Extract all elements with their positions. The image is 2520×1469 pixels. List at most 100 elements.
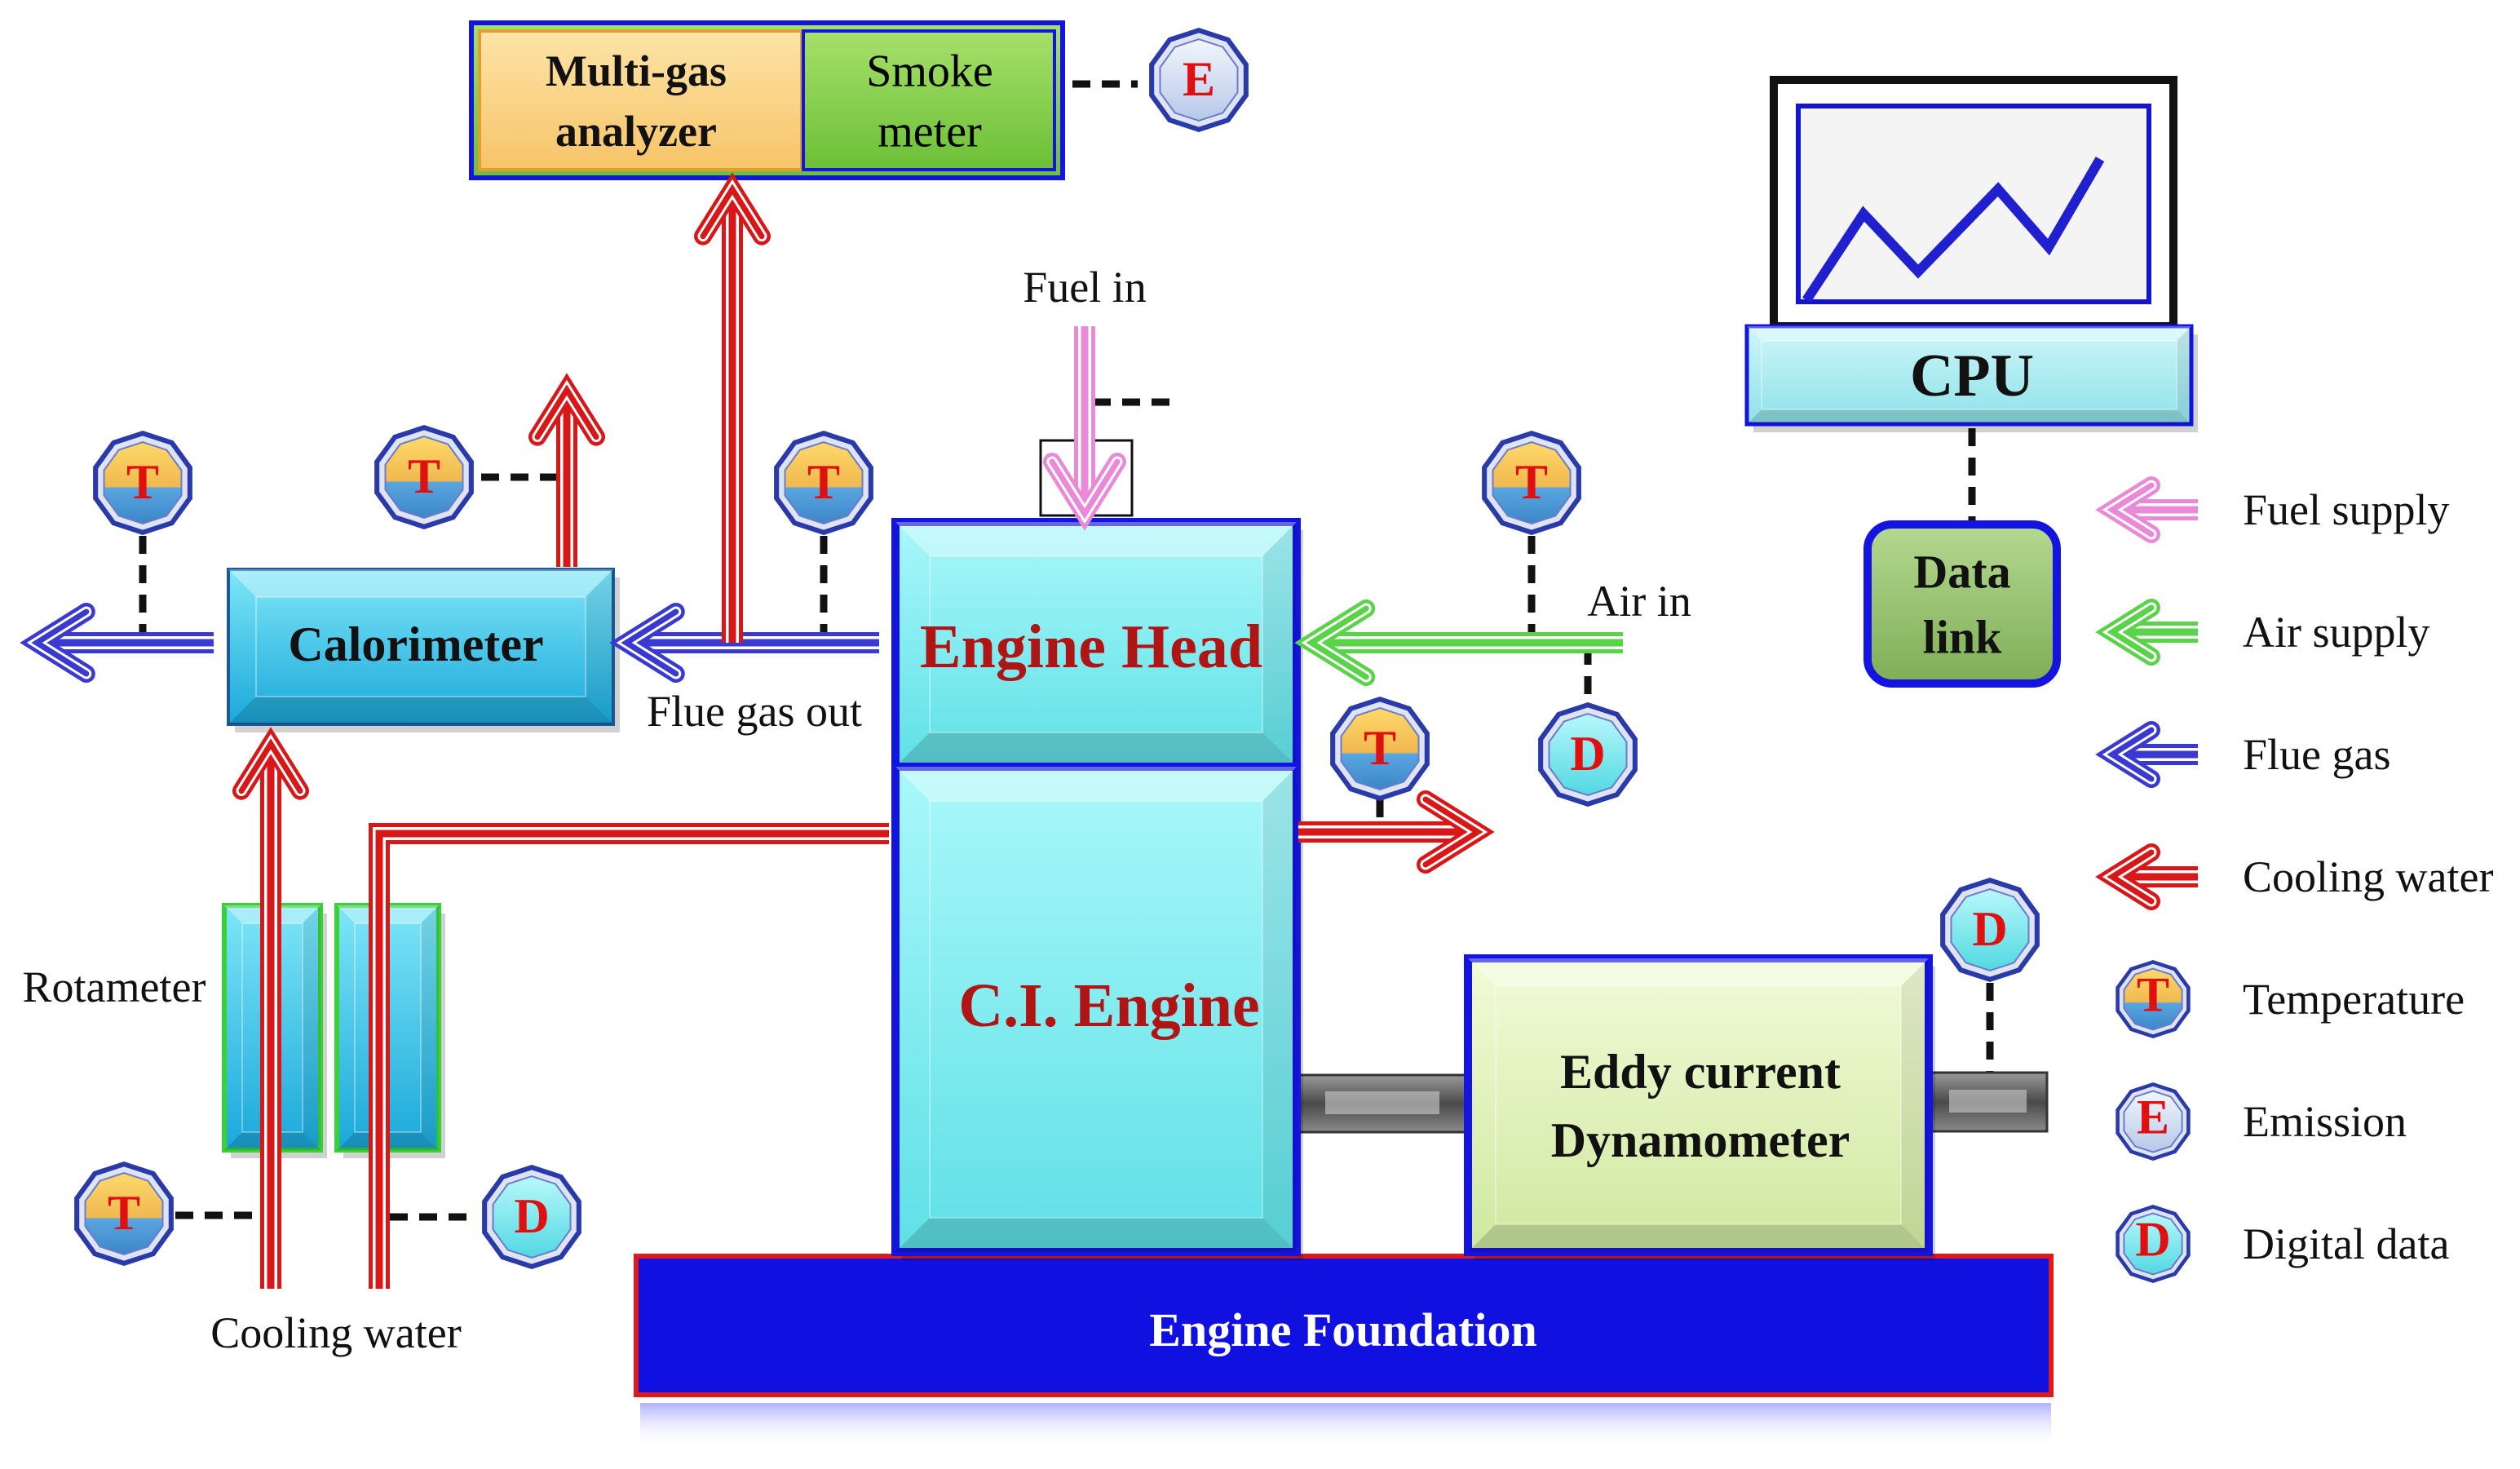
digital-sensor-dynamometer-letter: D: [1972, 902, 2007, 956]
temp-sensor-inlet-water-face: [84, 1172, 164, 1255]
legend-arrow-3: [2095, 721, 2198, 788]
temp-sensor-engine-water-letter: T: [1364, 721, 1396, 775]
calorimeter-box-bevel-bottom: [228, 697, 613, 724]
legend-item-7: D Digital data: [2115, 1205, 2449, 1283]
legend-arrow-2-head: [2095, 599, 2160, 666]
digital-sensor-air-face: [1548, 713, 1628, 796]
engine-head-box-bevel-inner: [929, 555, 1263, 733]
ci-engine-box-body: [891, 763, 1301, 1256]
legend-symbol-6-face: [2123, 1090, 2183, 1153]
temp-sensor-calorimeter-exhaust-face: [103, 441, 183, 524]
temp-sensor-engine-water: T: [1330, 697, 1430, 801]
multigas-analyzer-label-line-1: Multi-gas: [546, 46, 727, 95]
legend-item-3: Flue gas: [2095, 721, 2391, 788]
arrow-air-in-head: [1294, 600, 1376, 686]
engine-head-box-bevel-bottom: [895, 732, 1297, 767]
arrow-fuel-in-head-core: [1049, 458, 1121, 520]
dynamometer-label-line-2: Dynamometer: [1551, 1113, 1850, 1167]
legend-symbol-6: E: [2115, 1082, 2191, 1161]
emission-sensor-analyzer-face: [1159, 38, 1239, 122]
legend-arrow-4-head-core: [2107, 849, 2155, 905]
rotameter-left-bevel-right: [303, 905, 321, 1150]
dynamometer-box-bevel-top: [1468, 958, 1929, 986]
foundation-reflection: [640, 1403, 2051, 1448]
temp-sensor-air-face: [1492, 441, 1572, 524]
pipe-water-to-engine-core: [375, 830, 889, 1289]
legend-label-5: Temperature: [2243, 975, 2465, 1024]
cpu-label: CPU: [1910, 343, 2034, 409]
digital-sensor-dynamometer: D: [1940, 878, 2040, 982]
arrow-calorimeter-exhaust-head: [20, 603, 95, 683]
arrow-water-to-calorimeter-head: [232, 727, 309, 800]
legend-arrow-1: [2095, 476, 2198, 543]
engine-head-box-bevel-right: [1262, 522, 1297, 767]
arrow-calorimeter-exhaust-head-core: [31, 608, 90, 677]
arrow-flue-to-analyzer-head: [694, 172, 771, 246]
rotameter-label: Rotameter: [23, 962, 206, 1011]
legend-arrow-2: [2095, 599, 2198, 666]
arrow-calorimeter-water-out: [528, 373, 605, 567]
smoke-meter-box: [802, 29, 1056, 171]
air-in-label: Air in: [1587, 577, 1691, 626]
ci-engine-box-bevel-inner: [929, 800, 1263, 1219]
engine-head-label: Engine Head: [920, 613, 1262, 681]
calorimeter-box-bevel-top: [228, 569, 613, 597]
legend-symbol-6-letter: E: [2137, 1090, 2169, 1144]
dynamometer-box: [1464, 954, 1935, 1260]
dynamometer-box-bevel-bottom: [1468, 1224, 1929, 1252]
fuel-in-label: Fuel in: [1023, 263, 1147, 312]
digital-sensor-dynamometer-face: [1950, 888, 2030, 971]
dynamometer-box-bevel-right: [1901, 958, 1929, 1252]
cpu-box: [1744, 324, 2198, 432]
arrow-flue-to-calorimeter-head: [609, 603, 685, 683]
monitor-screen: [1796, 104, 2151, 304]
data-link-box: [1863, 520, 2061, 688]
legend-arrow-4: [2095, 843, 2198, 910]
arrow-flue-to-calorimeter: [609, 603, 879, 683]
calorimeter-label: Calorimeter: [288, 617, 543, 671]
legend-label-4: Cooling water: [2243, 852, 2493, 901]
temp-sensor-flue-gas: T: [774, 431, 873, 535]
flue-gas-out-label: Flue gas out: [647, 687, 862, 736]
emission-sensor-analyzer: E: [1149, 28, 1249, 132]
legend-symbol-7-face: [2123, 1212, 2183, 1276]
flow-arrows: [20, 172, 1623, 1289]
arrow-flue-to-calorimeter-head-core: [621, 608, 679, 677]
shaft-dyno-out-highlight: [1949, 1090, 2027, 1113]
legend-label-7: Digital data: [2243, 1219, 2449, 1268]
multigas-analyzer-label-line-2: analyzer: [555, 107, 717, 156]
rotameter-right: [334, 903, 445, 1158]
legend-label-2: Air supply: [2243, 608, 2430, 657]
rotameter-right-bevel-right: [421, 905, 439, 1150]
temp-sensor-air: T: [1482, 431, 1581, 535]
legend-arrow-1-head: [2095, 476, 2160, 543]
cpu-box-bevel-inner: [1761, 340, 2177, 410]
data-link-label-line-2: link: [1923, 610, 2002, 663]
legend-arrow-4-head: [2095, 843, 2160, 910]
legend-arrow-3-head-core: [2107, 727, 2155, 782]
legend-arrow-3-head: [2095, 721, 2160, 788]
temp-sensor-flue-gas-face: [784, 441, 864, 524]
multigas-analyzer-box: [478, 29, 803, 171]
legend-label-6: Emission: [2243, 1097, 2407, 1146]
engine-foundation-label: Engine Foundation: [1149, 1303, 1536, 1356]
smoke-meter-label-line-2: meter: [878, 107, 982, 157]
pipe-water-to-engine: [369, 823, 889, 1289]
cpu-box-bevel-top: [1747, 326, 2191, 341]
cooling-water-label: Cooling water: [210, 1308, 461, 1357]
arrow-calorimeter-water-out-head: [528, 373, 605, 446]
ci-engine-label: C.I. Engine: [958, 971, 1260, 1040]
temp-sensor-engine-water-face: [1340, 707, 1420, 790]
arrow-engine-water-out: [1298, 790, 1495, 874]
calorimeter-box-bevel-right: [586, 569, 613, 724]
data-link-label-line-1: Data: [1913, 545, 2010, 598]
temp-sensor-calorimeter-exhaust-letter: T: [126, 455, 159, 509]
calorimeter-box-body: [227, 568, 615, 726]
legend-item-2: Air supply: [2095, 599, 2430, 666]
legend-symbol-7-letter: D: [2135, 1212, 2170, 1266]
arrow-fuel-in: [1043, 326, 1126, 531]
